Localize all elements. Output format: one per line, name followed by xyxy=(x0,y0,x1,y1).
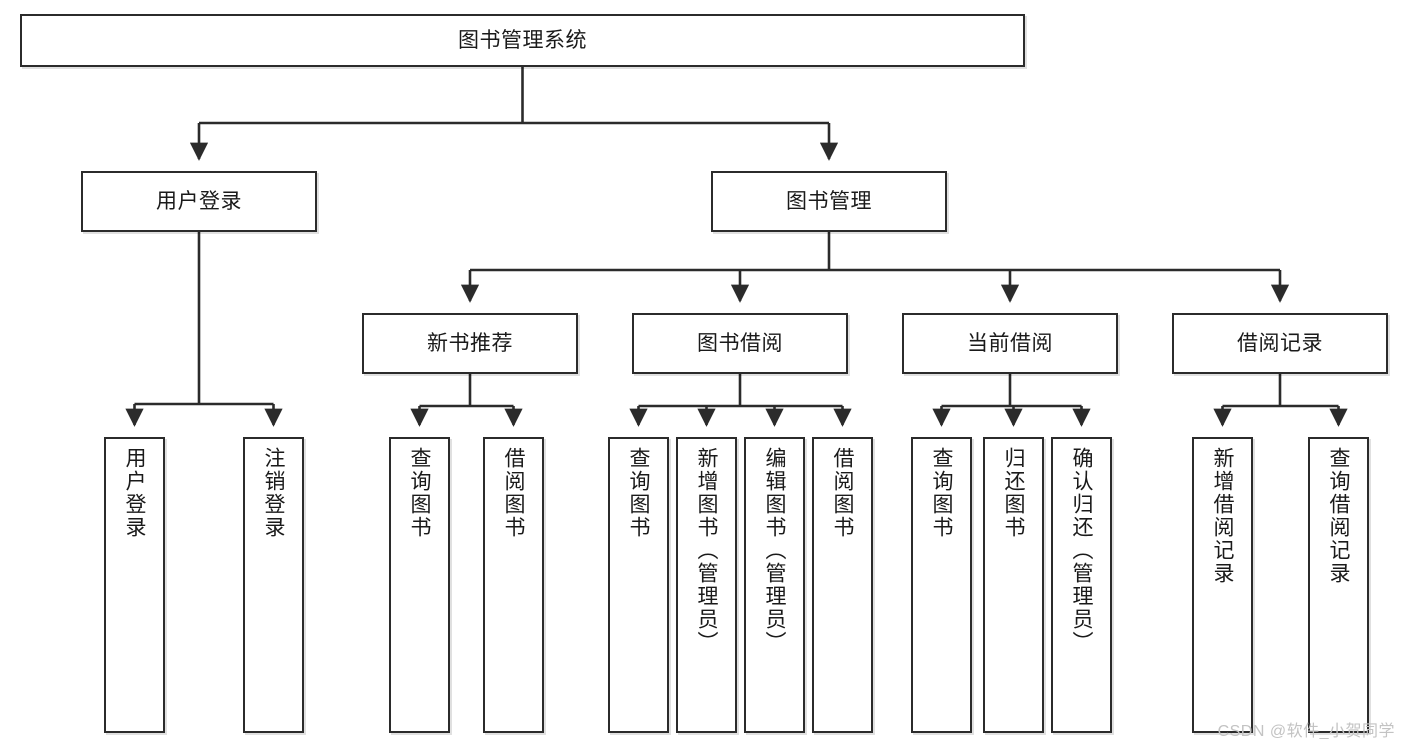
node-leaf-confirm-return-label: 确认归还（管理员） xyxy=(1070,447,1093,654)
node-leaf-add-record-label: 新增借阅记录 xyxy=(1211,447,1234,585)
node-user-login[interactable]: 用户登录 xyxy=(81,171,317,232)
node-book-manage[interactable]: 图书管理 xyxy=(711,171,947,232)
node-leaf-user-login[interactable]: 用户登录 xyxy=(104,437,165,733)
node-leaf-confirm-return[interactable]: 确认归还（管理员） xyxy=(1051,437,1112,733)
node-current-borrow[interactable]: 当前借阅 xyxy=(902,313,1118,374)
node-leaf-add-record[interactable]: 新增借阅记录 xyxy=(1192,437,1253,733)
node-leaf-logout-label: 注销登录 xyxy=(262,447,285,539)
node-leaf-query-record[interactable]: 查询借阅记录 xyxy=(1308,437,1369,733)
node-new-book-rec[interactable]: 新书推荐 xyxy=(362,313,578,374)
node-leaf-borrow-book-1-label: 借阅图书 xyxy=(502,447,525,539)
node-borrow-record[interactable]: 借阅记录 xyxy=(1172,313,1388,374)
node-leaf-query-book-3[interactable]: 查询图书 xyxy=(911,437,972,733)
node-leaf-add-book[interactable]: 新增图书（管理员） xyxy=(676,437,737,733)
node-book-manage-label: 图书管理 xyxy=(786,189,872,213)
node-leaf-edit-book[interactable]: 编辑图书（管理员） xyxy=(744,437,805,733)
node-leaf-borrow-book-2-label: 借阅图书 xyxy=(831,447,854,539)
node-leaf-add-book-label: 新增图书（管理员） xyxy=(695,447,718,654)
node-leaf-edit-book-label: 编辑图书（管理员） xyxy=(763,447,786,654)
node-root[interactable]: 图书管理系统 xyxy=(20,14,1025,67)
node-root-label: 图书管理系统 xyxy=(458,28,587,52)
node-user-login-label: 用户登录 xyxy=(156,189,242,213)
node-book-borrow-label: 图书借阅 xyxy=(697,331,783,355)
node-leaf-query-book-3-label: 查询图书 xyxy=(930,447,953,539)
node-leaf-user-login-label: 用户登录 xyxy=(123,447,146,539)
node-leaf-return-book-label: 归还图书 xyxy=(1002,447,1025,539)
node-book-borrow[interactable]: 图书借阅 xyxy=(632,313,848,374)
node-leaf-borrow-book-1[interactable]: 借阅图书 xyxy=(483,437,544,733)
node-leaf-query-book-2[interactable]: 查询图书 xyxy=(608,437,669,733)
node-leaf-query-book-1-label: 查询图书 xyxy=(408,447,431,539)
node-leaf-query-book-1[interactable]: 查询图书 xyxy=(389,437,450,733)
node-leaf-query-record-label: 查询借阅记录 xyxy=(1327,447,1350,585)
node-leaf-logout[interactable]: 注销登录 xyxy=(243,437,304,733)
node-new-book-rec-label: 新书推荐 xyxy=(427,331,513,355)
node-leaf-borrow-book-2[interactable]: 借阅图书 xyxy=(812,437,873,733)
node-leaf-return-book[interactable]: 归还图书 xyxy=(983,437,1044,733)
node-borrow-record-label: 借阅记录 xyxy=(1237,331,1323,355)
node-current-borrow-label: 当前借阅 xyxy=(967,331,1053,355)
node-leaf-query-book-2-label: 查询图书 xyxy=(627,447,650,539)
